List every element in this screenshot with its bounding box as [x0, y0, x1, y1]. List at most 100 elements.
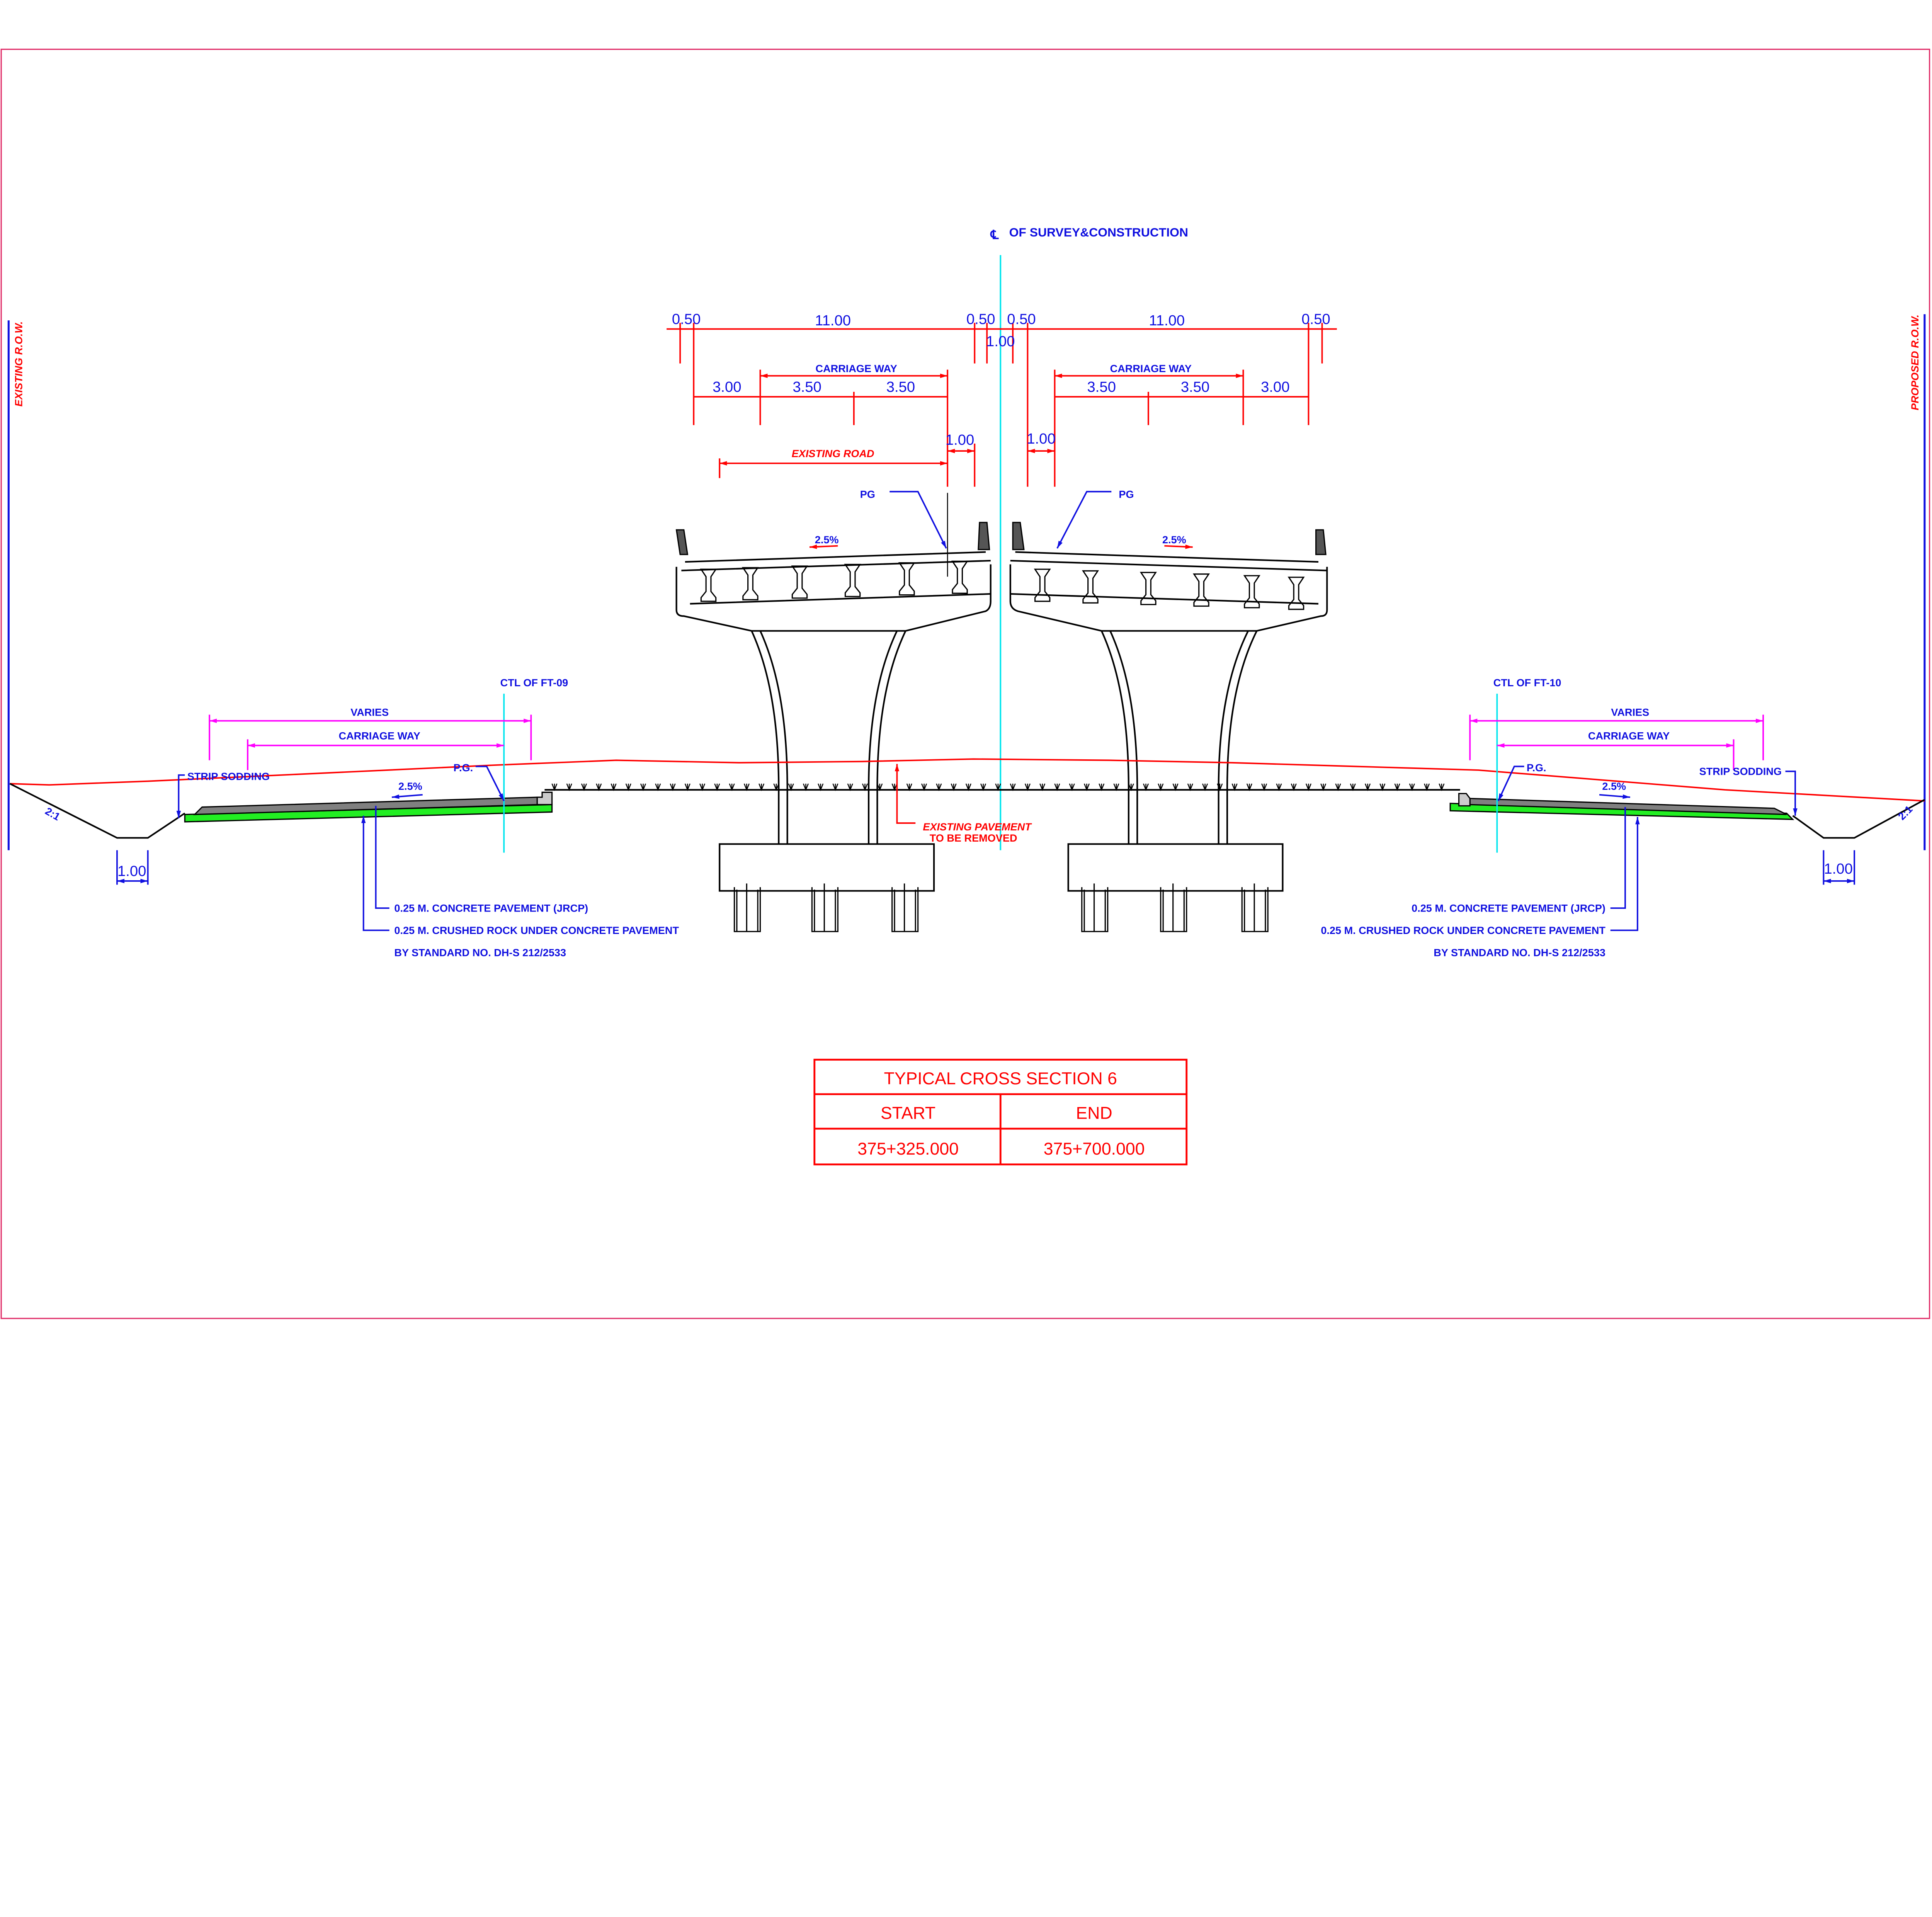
- girder: [1192, 573, 1210, 607]
- svg-text:TO BE REMOVED: TO BE REMOVED: [930, 832, 1017, 844]
- title-block-title: TYPICAL CROSS SECTION 6: [884, 1069, 1117, 1088]
- girder: [1243, 575, 1260, 609]
- sod-mark: [1054, 783, 1060, 791]
- sod-mark: [773, 783, 779, 791]
- girder: [1082, 570, 1099, 604]
- svg-text:BY STANDARD NO. DH-S 212/2533: BY STANDARD NO. DH-S 212/2533: [394, 946, 566, 958]
- sod-mark: [670, 783, 676, 791]
- sod-mark: [1246, 783, 1252, 791]
- girder: [791, 565, 808, 599]
- existing-row-label: EXISTING R.O.W.: [12, 321, 24, 407]
- svg-text:3.50: 3.50: [886, 379, 915, 395]
- sod-mark: [1439, 783, 1445, 791]
- svg-text:0.25 M. CONCRETE PAVEMENT (JRC: 0.25 M. CONCRETE PAVEMENT (JRCP): [394, 902, 588, 914]
- sod-mark: [611, 783, 617, 791]
- sod-mark: [640, 783, 646, 791]
- right-pg-label: P.G.: [1527, 762, 1546, 774]
- right-frontage-road: CTL OF FT-10 VARIES CARRIAGE WAY P.G. ST…: [1449, 677, 1925, 885]
- sod-mark: [1335, 783, 1341, 791]
- right-barrier: [1012, 522, 1327, 555]
- right-carriage-way-label: CARRIAGE WAY: [1588, 730, 1670, 742]
- svg-text:0.25 M. CRUSHED ROCK UNDER CON: 0.25 M. CRUSHED ROCK UNDER CONCRETE PAVE…: [1321, 924, 1605, 936]
- svg-text:2.5%: 2.5%: [1162, 534, 1186, 546]
- start-label: START: [881, 1104, 935, 1123]
- title-block: TYPICAL CROSS SECTION 6 START END 375+32…: [813, 1058, 1188, 1165]
- sod-mark: [1172, 783, 1179, 791]
- sod-mark: [625, 783, 631, 791]
- sod-mark: [1231, 783, 1238, 791]
- sod-mark: [921, 783, 927, 791]
- sod-mark: [714, 783, 720, 791]
- sod-mark: [699, 783, 706, 791]
- sod-mark: [655, 783, 661, 791]
- sod-mark: [818, 783, 824, 791]
- svg-text:1.00: 1.00: [946, 432, 974, 448]
- dim-right-barrier: 0.50: [1301, 311, 1330, 328]
- sod-mark: [1069, 783, 1075, 791]
- svg-text:CARRIAGE WAY: CARRIAGE WAY: [339, 730, 420, 742]
- sod-mark: [1379, 783, 1386, 791]
- svg-text:3.50: 3.50: [793, 379, 821, 395]
- sod-mark: [1350, 783, 1356, 791]
- sod-mark: [936, 783, 942, 791]
- svg-text:2.5%: 2.5%: [398, 780, 422, 792]
- centerline-symbol: ℄: [990, 228, 999, 242]
- sodding-marks: [551, 783, 1445, 791]
- sod-mark: [596, 783, 602, 791]
- girder: [898, 562, 916, 596]
- girder: [951, 560, 969, 594]
- existing-ground-line: [10, 758, 1925, 802]
- left-frontage-road: CTL OF FT-09 VARIES CARRIAGE WAY P.G. ST…: [9, 677, 568, 885]
- end-station: 375+700.000: [1044, 1140, 1145, 1158]
- svg-text:STRIP SODDING: STRIP SODDING: [187, 770, 270, 782]
- sod-mark: [1305, 783, 1312, 791]
- svg-text:3.00: 3.00: [1261, 379, 1289, 395]
- sod-mark: [684, 783, 690, 791]
- girder: [1139, 572, 1157, 606]
- dim-left-inner: 0.50: [966, 311, 995, 328]
- proposed-row-label: PROPOSED R.O.W.: [1909, 315, 1921, 410]
- svg-text:3.00: 3.00: [713, 379, 741, 395]
- svg-text:PG: PG: [860, 488, 875, 500]
- sheet-border: [0, 48, 1930, 1319]
- sod-mark: [1364, 783, 1371, 791]
- sod-mark: [1217, 783, 1223, 791]
- right-varies-label: VARIES: [1611, 706, 1649, 718]
- sod-mark: [566, 783, 572, 791]
- sod-mark: [1202, 783, 1208, 791]
- svg-text:3.50: 3.50: [1087, 379, 1116, 395]
- pile: [1081, 883, 1109, 932]
- left-footing: [719, 843, 935, 892]
- sod-mark: [906, 783, 912, 791]
- sod-mark: [551, 783, 558, 791]
- sod-mark: [581, 783, 587, 791]
- dim-right-deck: 11.00: [1149, 312, 1185, 329]
- sod-mark: [1024, 783, 1031, 791]
- sod-mark: [1276, 783, 1282, 791]
- sod-mark: [995, 783, 1001, 791]
- start-station: 375+325.000: [857, 1140, 959, 1158]
- left-deck-dimensions: CARRIAGE WAY 3.00 3.50 3.50 1.00 EXISTIN…: [694, 362, 975, 466]
- svg-text:CARRIAGE WAY: CARRIAGE WAY: [816, 362, 897, 374]
- girder: [1034, 568, 1051, 602]
- right-slope-label: 2.5%: [1602, 780, 1626, 792]
- left-barrier: [675, 522, 990, 555]
- dim-left-barrier: 0.50: [672, 311, 701, 328]
- dim-right-inner: 0.50: [1007, 311, 1036, 328]
- svg-text:BY STANDARD NO. DH-S 212/2533: BY STANDARD NO. DH-S 212/2533: [1434, 946, 1605, 958]
- svg-text:CTL OF FT-09: CTL OF FT-09: [500, 677, 568, 689]
- sod-mark: [1039, 783, 1046, 791]
- sod-mark: [1128, 783, 1134, 791]
- sod-mark: [1394, 783, 1400, 791]
- svg-text:EXISTING PAVEMENT: EXISTING PAVEMENT: [923, 821, 1032, 833]
- sod-mark: [759, 783, 765, 791]
- svg-text:0.25 M. CRUSHED ROCK UNDER CON: 0.25 M. CRUSHED ROCK UNDER CONCRETE PAVE…: [394, 924, 679, 936]
- sod-mark: [1143, 783, 1149, 791]
- girder: [700, 568, 717, 602]
- sod-mark: [788, 783, 794, 791]
- svg-text:CARRIAGE WAY: CARRIAGE WAY: [1110, 362, 1192, 374]
- sod-mark: [729, 783, 735, 791]
- svg-text:0.25 M. CONCRETE PAVEMENT (JRC: 0.25 M. CONCRETE PAVEMENT (JRCP): [1412, 902, 1605, 914]
- svg-text:PG: PG: [1119, 488, 1134, 500]
- sod-mark: [891, 783, 898, 791]
